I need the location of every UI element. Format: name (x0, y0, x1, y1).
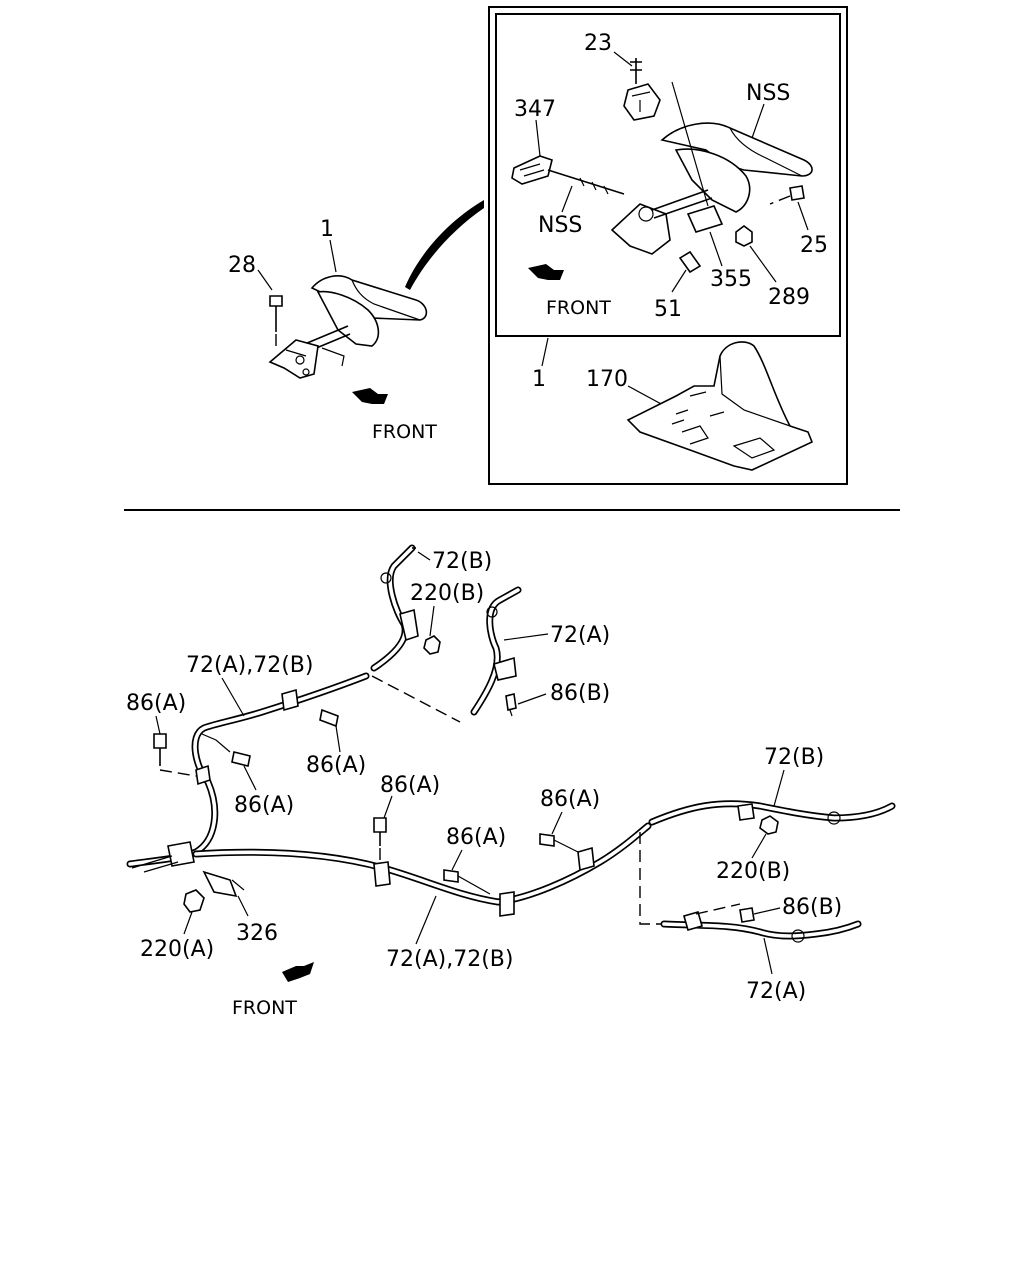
callout-72a-top: 72(A) (550, 623, 610, 648)
callout-72a-rear: 72(A) (746, 979, 806, 1004)
callout-28: 28 (228, 253, 256, 278)
callout-nss-rod: NSS (538, 213, 582, 238)
front-label-3: FRONT (232, 997, 297, 1019)
callout-1-top: 1 (320, 217, 334, 242)
front-label-1: FRONT (372, 421, 437, 443)
callout-72b-rear: 72(B) (764, 745, 824, 770)
callout-347: 347 (514, 97, 556, 122)
inset-detail-box (495, 13, 841, 337)
callout-72b-top: 72(B) (432, 549, 492, 574)
callout-86a-left: 86(A) (126, 691, 186, 716)
inset-outer-box (488, 6, 848, 485)
callout-25: 25 (800, 233, 828, 258)
callout-72ab-upper: 72(A),72(B) (186, 653, 313, 678)
callout-72ab-lower: 72(A),72(B) (386, 947, 513, 972)
callout-86b-top: 86(B) (550, 681, 610, 706)
lever-assembly-left (268, 200, 484, 404)
callout-23: 23 (584, 31, 612, 56)
callout-220b-top: 220(B) (410, 581, 484, 606)
lever-assembly-detail (511, 58, 813, 280)
front-label-2: FRONT (546, 297, 611, 319)
callout-nss-lever: NSS (746, 81, 790, 106)
callout-51: 51 (654, 297, 682, 322)
callout-326: 326 (236, 921, 278, 946)
callout-170: 170 (586, 367, 628, 392)
callout-289: 289 (768, 285, 810, 310)
callout-220b-rear: 220(B) (716, 859, 790, 884)
callout-86a-center: 86(A) (380, 773, 440, 798)
callout-220a: 220(A) (140, 937, 214, 962)
callout-86a-mid-upper: 86(A) (306, 753, 366, 778)
callout-86a-right: 86(A) (540, 787, 600, 812)
callout-355: 355 (710, 267, 752, 292)
callout-86a-center-low: 86(A) (446, 825, 506, 850)
brake-cables (126, 544, 896, 982)
callout-86a-lower-left: 86(A) (234, 793, 294, 818)
callout-86b-rear: 86(B) (782, 895, 842, 920)
callout-1-box: 1 (532, 367, 546, 392)
console-cover-170 (626, 341, 814, 471)
